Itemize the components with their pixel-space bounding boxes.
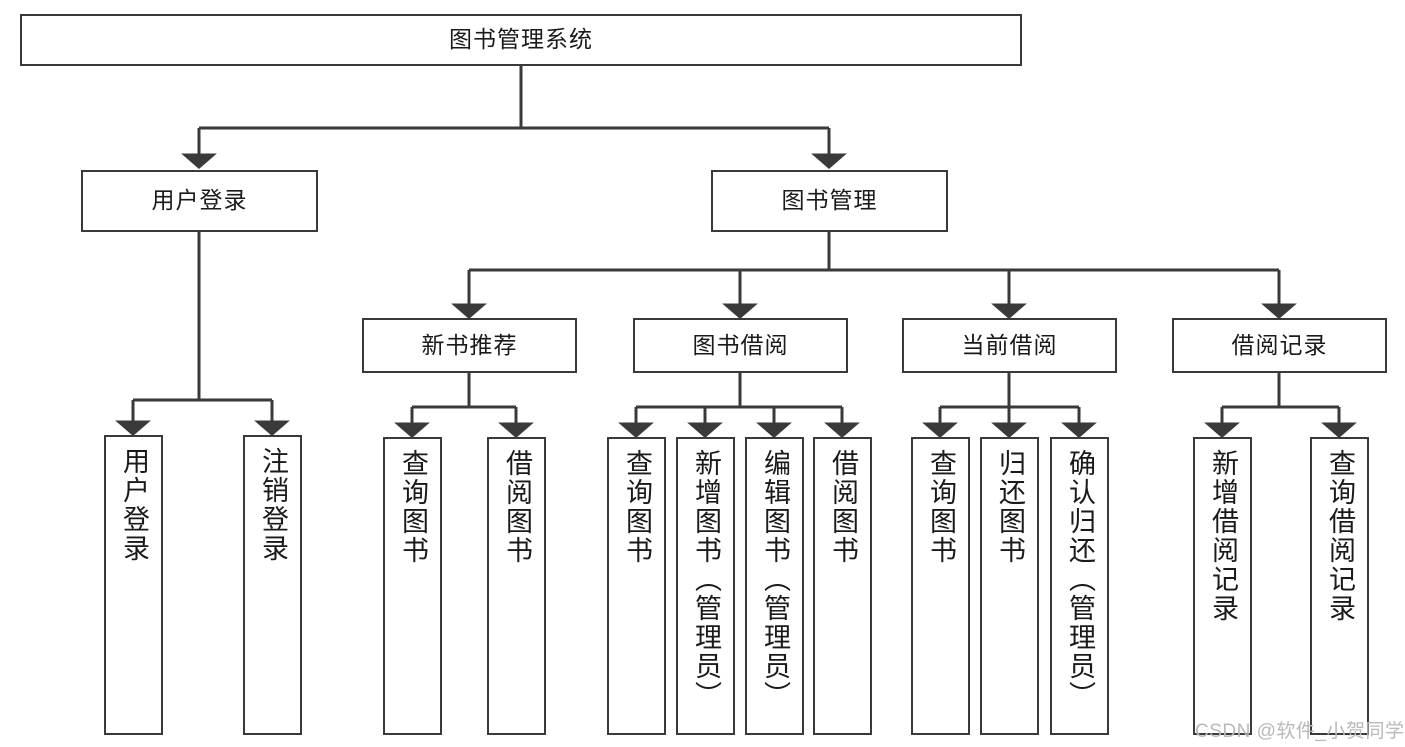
leaf-new-book-borrow[interactable]: 借阅图书: [487, 437, 546, 735]
leaf-current-borrow-confirm-return[interactable]: 确认归还（管理员）: [1050, 437, 1109, 735]
leaf-user-login-logout[interactable]: 注销登录: [243, 435, 302, 735]
node-current-borrow[interactable]: 当前借阅: [902, 318, 1117, 373]
node-label: 查询图书: [622, 449, 652, 565]
node-label: 查询图书: [926, 449, 956, 565]
node-label: 用户登录: [151, 187, 248, 214]
node-label: 注销登录: [258, 447, 288, 563]
leaf-user-login-login[interactable]: 用户登录: [104, 435, 163, 735]
node-new-book-recommend[interactable]: 新书推荐: [362, 318, 577, 373]
node-book-management[interactable]: 图书管理: [711, 170, 948, 232]
node-label: 借阅图书: [828, 449, 858, 565]
leaf-book-borrow-edit[interactable]: 编辑图书（管理员）: [745, 437, 804, 735]
node-label: 图书管理: [781, 187, 878, 214]
node-label: 用户登录: [119, 447, 149, 563]
node-label: 图书借阅: [692, 331, 789, 358]
node-label: 新增图书（管理员）: [691, 449, 721, 710]
node-label: 借阅记录: [1231, 331, 1328, 358]
node-label: 图书管理系统: [449, 26, 593, 53]
leaf-book-borrow-borrow[interactable]: 借阅图书: [813, 437, 872, 735]
leaf-book-borrow-add[interactable]: 新增图书（管理员）: [676, 437, 735, 735]
node-label: 新增借阅记录: [1208, 449, 1238, 623]
node-label: 当前借阅: [961, 331, 1058, 358]
node-label: 归还图书: [995, 449, 1025, 565]
csdn-watermark: CSDN @软件_小贺同学: [1195, 721, 1405, 742]
leaf-borrow-record-add[interactable]: 新增借阅记录: [1193, 437, 1252, 735]
node-label: 查询借阅记录: [1325, 449, 1355, 623]
leaf-new-book-query[interactable]: 查询图书: [383, 437, 442, 735]
leaf-borrow-record-query[interactable]: 查询借阅记录: [1310, 437, 1369, 735]
node-borrow-record[interactable]: 借阅记录: [1172, 318, 1387, 373]
leaf-current-borrow-return[interactable]: 归还图书: [980, 437, 1039, 735]
node-label: 查询图书: [398, 449, 428, 565]
leaf-book-borrow-query[interactable]: 查询图书: [607, 437, 666, 735]
node-label: 借阅图书: [502, 449, 532, 565]
node-book-borrow[interactable]: 图书借阅: [633, 318, 848, 373]
node-label: 确认归还（管理员）: [1065, 449, 1095, 710]
leaf-current-borrow-query[interactable]: 查询图书: [911, 437, 970, 735]
node-root-system[interactable]: 图书管理系统: [20, 14, 1022, 66]
node-label: 新书推荐: [421, 331, 518, 358]
node-user-login[interactable]: 用户登录: [81, 170, 318, 232]
node-label: 编辑图书（管理员）: [760, 449, 790, 710]
